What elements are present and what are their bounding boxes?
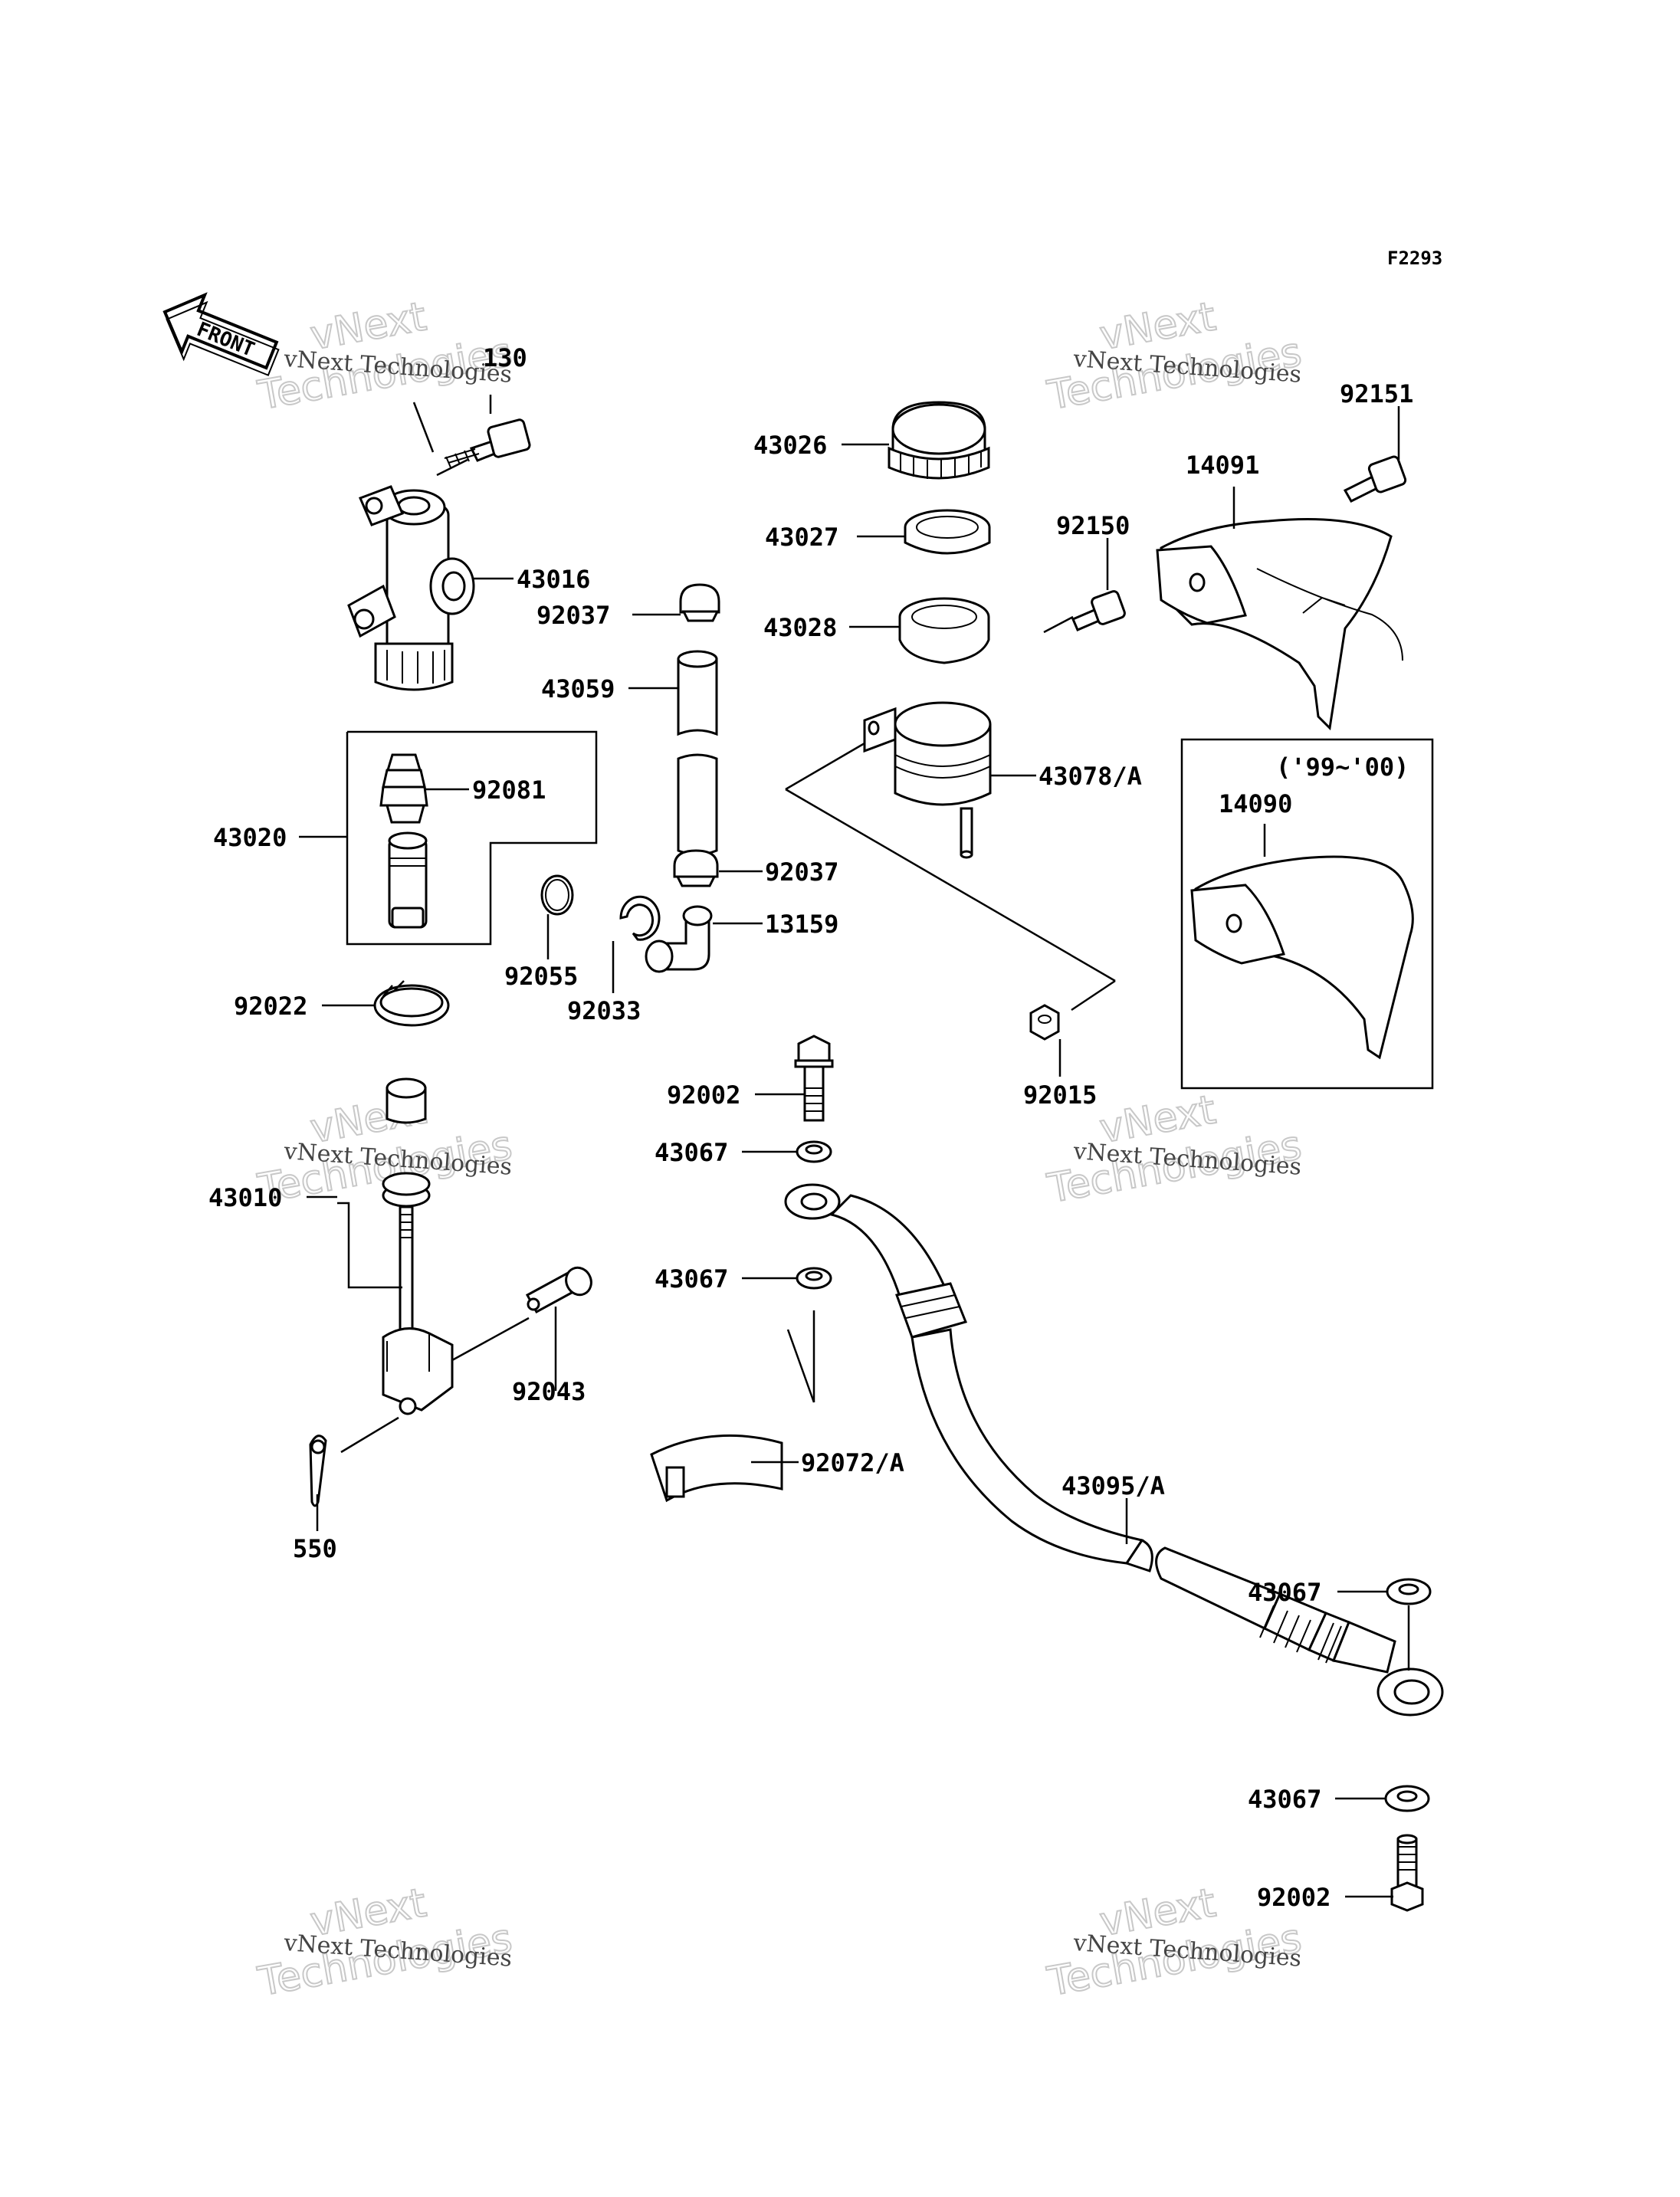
o-ring-92055 — [540, 874, 574, 916]
label-92037-bottom: 92037 — [765, 857, 838, 887]
label-43067-b: 43067 — [655, 1264, 728, 1294]
label-92015: 92015 — [1023, 1080, 1097, 1110]
label-43059: 43059 — [541, 674, 615, 703]
model-note: ('99~'00) — [1276, 753, 1409, 782]
label-43028: 43028 — [763, 613, 837, 642]
label-130: 130 — [483, 343, 527, 372]
diaphragm-43028 — [898, 597, 990, 664]
hose-43059 — [677, 650, 718, 856]
brake-hose-43095A — [784, 1183, 1444, 1717]
clamp-92037-bottom — [673, 849, 719, 887]
cover-14091 — [1156, 518, 1403, 731]
label-92002-top: 92002 — [667, 1080, 740, 1110]
label-43020: 43020 — [213, 823, 287, 852]
washer-43067-c — [1386, 1578, 1432, 1605]
reservoir-43078A — [863, 701, 992, 859]
elbow-fitting-13159 — [645, 905, 713, 973]
label-43027: 43027 — [765, 523, 838, 552]
label-92151: 92151 — [1340, 379, 1413, 408]
label-92033: 92033 — [567, 996, 641, 1025]
label-43026: 43026 — [753, 431, 827, 460]
kit-box-43020 — [346, 730, 598, 946]
label-92002-bottom: 92002 — [1257, 1883, 1331, 1912]
cover-14090 — [1190, 855, 1414, 1060]
label-13159: 13159 — [765, 910, 838, 939]
circlip-92033 — [619, 895, 661, 941]
label-43067-a: 43067 — [655, 1138, 728, 1167]
washer-43067-b — [796, 1267, 832, 1290]
pin-92043 — [525, 1266, 592, 1314]
label-92043: 92043 — [512, 1377, 586, 1406]
front-arrow-icon: FRONT — [162, 292, 280, 376]
label-43067-d: 43067 — [1248, 1785, 1321, 1814]
washer-43067-a — [796, 1140, 832, 1163]
spring-92081 — [379, 753, 428, 824]
label-92150: 92150 — [1056, 511, 1130, 540]
figure-code: F2293 — [1387, 248, 1442, 269]
reservoir-cap-43026 — [888, 401, 990, 480]
diaphragm-plate-43027 — [904, 509, 991, 555]
bolt-130 — [444, 418, 531, 468]
label-14091: 14091 — [1186, 451, 1259, 480]
nut-92015 — [1029, 1004, 1060, 1041]
cover-14090-box — [1180, 738, 1434, 1090]
label-43095A: 43095/A — [1061, 1471, 1165, 1500]
master-cylinder-body-43016 — [347, 485, 475, 691]
banjo-bolt-92002-top — [794, 1035, 834, 1122]
washer-43067-d — [1384, 1785, 1430, 1812]
circlip-92022 — [373, 980, 450, 1027]
label-92037-top: 92037 — [536, 601, 610, 630]
push-rod-43010 — [382, 1077, 454, 1415]
band-clamp-92072A — [650, 1434, 783, 1503]
label-92072A: 92072/A — [801, 1448, 904, 1477]
label-550: 550 — [293, 1534, 337, 1563]
clamp-92037-top — [679, 583, 720, 622]
label-92022: 92022 — [234, 992, 307, 1021]
bolt-92150 — [1071, 590, 1126, 631]
label-43010: 43010 — [208, 1183, 282, 1212]
label-92081: 92081 — [472, 776, 546, 805]
bolt-92151 — [1343, 455, 1407, 503]
label-14090: 14090 — [1219, 789, 1292, 818]
piston — [388, 831, 428, 929]
cotter-pin-550 — [309, 1435, 327, 1507]
label-43078A: 43078/A — [1039, 762, 1142, 791]
label-92055: 92055 — [504, 962, 578, 991]
label-43067-c: 43067 — [1248, 1578, 1321, 1607]
banjo-bolt-92002-bottom — [1390, 1834, 1424, 1912]
label-43016: 43016 — [517, 565, 590, 594]
